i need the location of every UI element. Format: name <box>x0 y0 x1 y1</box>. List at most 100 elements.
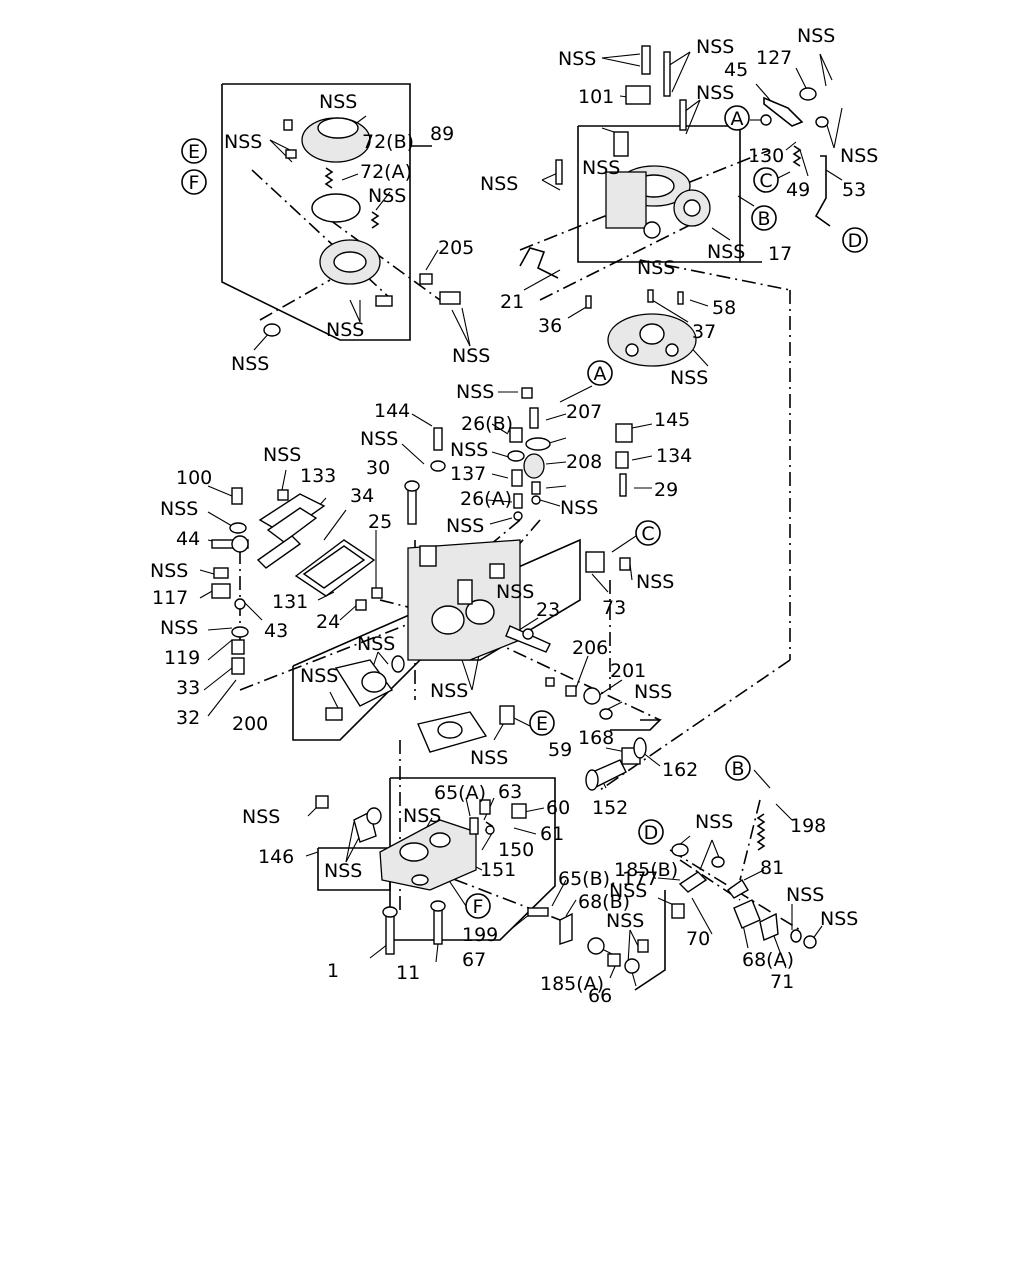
reference-circles: A A B B C C D D E E F F <box>181 105 868 919</box>
part-number-89: 101 <box>578 86 614 108</box>
nss-label: NSS <box>450 439 488 461</box>
part-number-81: 100 <box>176 467 212 489</box>
part-number-131: 134 <box>656 445 692 467</box>
part-number-11: 21 <box>500 291 524 313</box>
nss-label: NSS <box>360 428 398 450</box>
ref-e-mid: E <box>536 713 548 735</box>
nss-label: NSS <box>696 36 734 58</box>
ref-b-top: B <box>757 208 770 230</box>
nss-label: NSS <box>160 498 198 520</box>
ref-e-top-callout: E <box>181 138 207 164</box>
part-labels: NSS NSS NSS NSS NSS NSS NSS NSS NSS NSS … <box>150 25 878 1007</box>
nss-label: NSS <box>786 884 824 906</box>
ref-e-mid-callout: E <box>529 710 555 736</box>
part-number-168: 185(B) <box>614 859 678 881</box>
part-number-70: 72(A) <box>360 161 412 183</box>
part-number-17: 23 <box>536 599 560 621</box>
nss-label: 1 <box>327 960 339 982</box>
ref-e-top: E <box>188 141 200 163</box>
nss-label: NSS <box>456 381 494 403</box>
nss-label: NSS <box>470 747 508 769</box>
nss-label: NSS <box>300 665 338 687</box>
nss-label: NSS <box>263 444 301 466</box>
ref-b-bot-callout: B <box>725 755 751 781</box>
part-number-198: 200 <box>232 713 268 735</box>
part-number-185a: 198 <box>790 815 826 837</box>
part-number-34: 37 <box>692 321 716 343</box>
nss-label: NSS <box>637 257 675 279</box>
nss-label: NSS <box>452 345 490 367</box>
ref-c-mid: C <box>641 523 654 545</box>
nss-label: NSS <box>446 515 484 537</box>
part-number-127: 131 <box>272 591 308 613</box>
part-number-201: 206 <box>572 637 608 659</box>
part-number-59: 61 <box>540 823 564 845</box>
nss-label: NSS <box>160 617 198 639</box>
nss-label: NSS <box>326 319 364 341</box>
ref-d-bot-callout: D <box>638 819 664 845</box>
nss-label: NSS <box>582 157 620 179</box>
part-number-185b: 199 <box>462 924 498 946</box>
part-number-1: 17 <box>768 243 792 265</box>
nss-label: NSS <box>696 82 734 104</box>
nss-label: NSS <box>480 173 518 195</box>
part-number-45: 53 <box>842 179 866 201</box>
nss-label: NSS <box>707 241 745 263</box>
part-number-65b: 67 <box>462 949 486 971</box>
part-number-24: 26(A) <box>460 488 512 510</box>
nss-label: NSS <box>670 367 708 389</box>
part-number-68b: 71 <box>770 971 794 993</box>
part-number-33: 36 <box>538 315 562 337</box>
part-number-199: 201 <box>610 660 646 682</box>
nss-label: NSS <box>324 860 362 882</box>
nss-label: NSS <box>634 681 672 703</box>
nss-label: NSS <box>840 145 878 167</box>
part-number-144: 146 <box>258 846 294 868</box>
part-number-71: 72(B) <box>362 131 414 153</box>
part-number-146: 151 <box>480 859 516 881</box>
part-number-150: 152 <box>592 797 628 819</box>
nss-label: NSS <box>609 880 647 902</box>
part-number-205: 207 <box>566 401 602 423</box>
nss-label: 11 <box>396 962 420 984</box>
part-number-119: 130 <box>748 145 784 167</box>
part-number-65a: 66 <box>588 985 612 1007</box>
part-number-25: 26(B) <box>461 413 513 435</box>
part-number-133: 137 <box>450 463 486 485</box>
nss-label: NSS <box>150 560 188 582</box>
part-number-61: 65(A) <box>434 782 486 804</box>
part-number-73: 89 <box>430 123 454 145</box>
ref-c-mid-callout: C <box>635 520 661 546</box>
part-number-60: 63 <box>498 781 522 803</box>
ref-a-mid-callout: A <box>587 360 613 386</box>
part-number-206: 208 <box>566 451 602 473</box>
part-number-26a: 29 <box>654 479 678 501</box>
part-number-130: 133 <box>300 465 336 487</box>
nss-label: NSS <box>403 805 441 827</box>
part-number-66: 68(A) <box>742 949 794 971</box>
part-number-21: 24 <box>316 611 340 633</box>
ref-f-top-callout: F <box>181 169 207 195</box>
part-number-101: 119 <box>164 647 200 669</box>
part-number-145: 150 <box>498 839 534 861</box>
part-number-137: 145 <box>654 409 690 431</box>
nss-label: NSS <box>357 633 395 655</box>
part-number-134: 144 <box>374 400 410 422</box>
part-shapes <box>211 45 831 974</box>
nss-label: NSS <box>368 185 406 207</box>
nss-label: NSS <box>319 91 357 113</box>
nss-label: NSS <box>224 131 262 153</box>
part-number-67: 68(B) <box>578 891 630 913</box>
part-number-200: 205 <box>438 237 474 259</box>
part-number-63: 65(B), 177 <box>558 868 658 890</box>
nss-label: NSS <box>496 581 534 603</box>
part-number-162: 185(A) <box>540 973 604 995</box>
ref-a-top: A <box>731 108 744 130</box>
ref-a-top-callout: A <box>724 105 750 131</box>
ref-d-top-callout: D <box>842 227 868 253</box>
part-number-151: 162 <box>662 759 698 781</box>
part-number-72a: 73 <box>602 597 626 619</box>
ref-c-top-callout: C <box>753 167 779 193</box>
ref-f-top: F <box>189 172 200 194</box>
